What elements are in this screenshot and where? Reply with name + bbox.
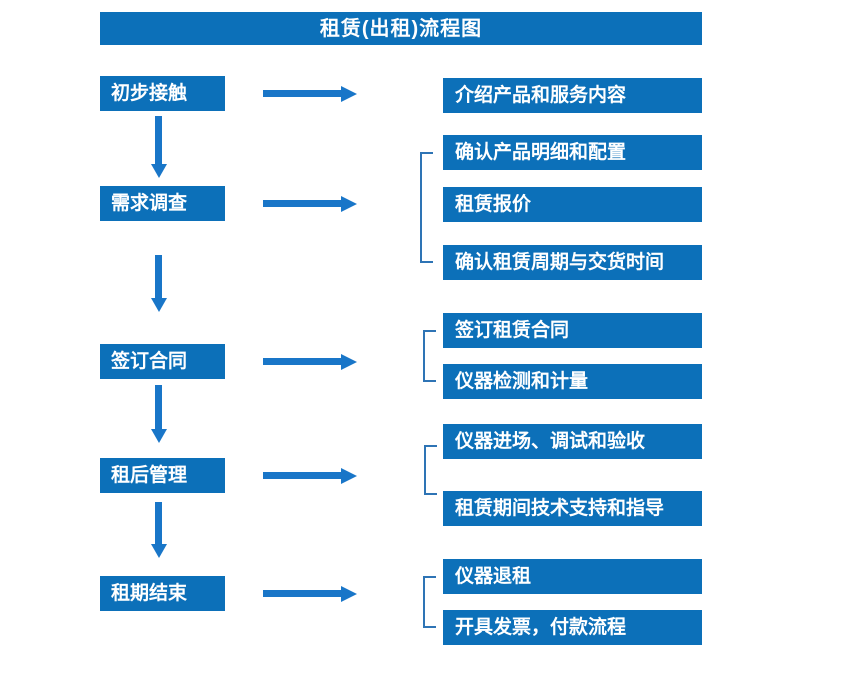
detail-box: 开具发票，付款流程 xyxy=(443,610,702,645)
detail-box: 租赁报价 xyxy=(443,187,702,222)
group-bracket-icon xyxy=(420,152,433,263)
detail-box: 介绍产品和服务内容 xyxy=(443,78,702,113)
arrow-right-icon xyxy=(263,195,357,212)
arrow-right-icon xyxy=(263,467,357,484)
detail-box: 仪器进场、调试和验收 xyxy=(443,424,702,459)
diagram-title: 租赁(出租)流程图 xyxy=(100,12,702,45)
detail-box: 租赁期间技术支持和指导 xyxy=(443,491,702,526)
group-bracket-icon xyxy=(424,445,437,495)
step-box-rental-end: 租期结束 xyxy=(100,576,225,611)
step-box-initial-contact: 初步接触 xyxy=(100,76,225,111)
step-box-demand-survey: 需求调查 xyxy=(100,186,225,221)
arrow-down-icon xyxy=(150,502,167,558)
detail-box: 仪器退租 xyxy=(443,559,702,594)
arrow-right-icon xyxy=(263,585,357,602)
arrow-down-icon xyxy=(150,385,167,443)
group-bracket-icon xyxy=(423,330,436,382)
detail-box: 仪器检测和计量 xyxy=(443,364,702,399)
detail-box: 签订租赁合同 xyxy=(443,313,702,348)
step-box-post-rental-mgmt: 租后管理 xyxy=(100,458,225,493)
detail-box: 确认产品明细和配置 xyxy=(443,135,702,170)
step-box-sign-contract: 签订合同 xyxy=(100,344,225,379)
arrow-down-icon xyxy=(150,255,167,312)
group-bracket-icon xyxy=(423,576,436,628)
detail-box: 确认租赁周期与交货时间 xyxy=(443,245,702,280)
arrow-right-icon xyxy=(263,353,357,370)
arrow-right-icon xyxy=(263,85,357,102)
arrow-down-icon xyxy=(150,116,167,178)
